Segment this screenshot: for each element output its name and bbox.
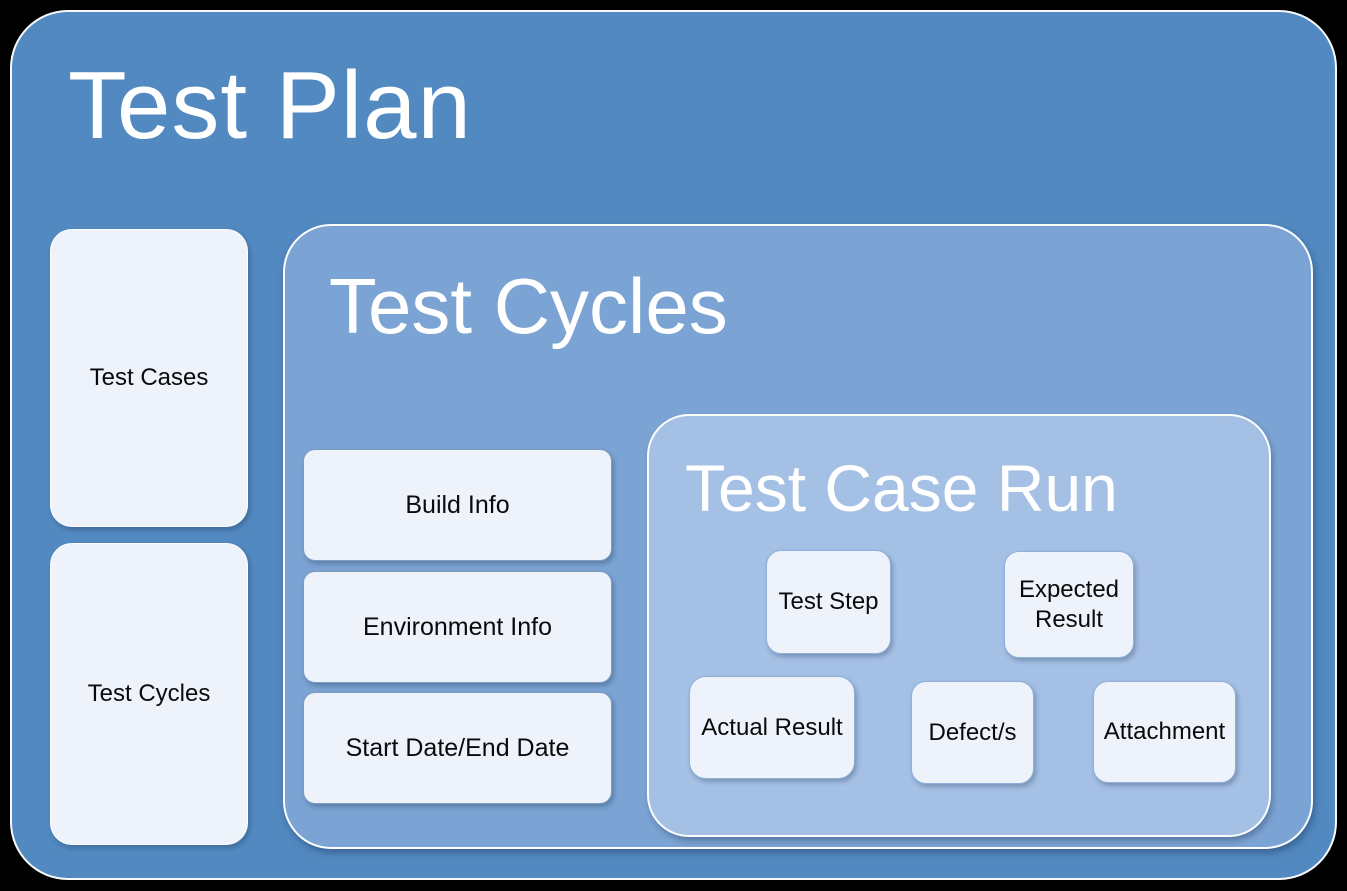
test-case-run-panel: Test Case Run Test Step Expected Result …: [647, 414, 1271, 837]
start-end-date-box: Start Date/End Date: [303, 692, 612, 804]
test-cycles-box: Test Cycles: [50, 543, 248, 845]
test-cycles-panel: Test Cycles Build Info Environment Info …: [283, 224, 1313, 849]
test-cycles-panel-title: Test Cycles: [329, 262, 728, 350]
defects-box: Defect/s: [911, 681, 1034, 784]
start-end-date-label: Start Date/End Date: [345, 733, 570, 762]
attachment-label: Attachment: [1103, 718, 1226, 745]
test-plan-title: Test Plan: [68, 52, 472, 159]
test-cases-label: Test Cases: [89, 364, 209, 391]
test-case-run-title: Test Case Run: [685, 451, 1118, 525]
environment-info-box: Environment Info: [303, 571, 612, 683]
test-plan-container: Test Plan Test Cases Test Cycles Test Cy…: [10, 10, 1337, 880]
actual-result-label: Actual Result: [701, 713, 843, 741]
test-step-label: Test Step: [778, 588, 879, 615]
build-info-label: Build Info: [405, 490, 510, 519]
actual-result-box: Actual Result: [689, 676, 855, 779]
expected-result-label: Expected Result: [1018, 575, 1120, 633]
test-cases-box: Test Cases: [50, 229, 248, 527]
expected-result-box: Expected Result: [1004, 551, 1134, 658]
defects-label: Defect/s: [928, 718, 1017, 746]
attachment-box: Attachment: [1093, 681, 1236, 783]
test-cycles-label: Test Cycles: [87, 680, 211, 707]
environment-info-label: Environment Info: [363, 612, 552, 641]
test-step-box: Test Step: [766, 550, 891, 654]
build-info-box: Build Info: [303, 449, 612, 561]
